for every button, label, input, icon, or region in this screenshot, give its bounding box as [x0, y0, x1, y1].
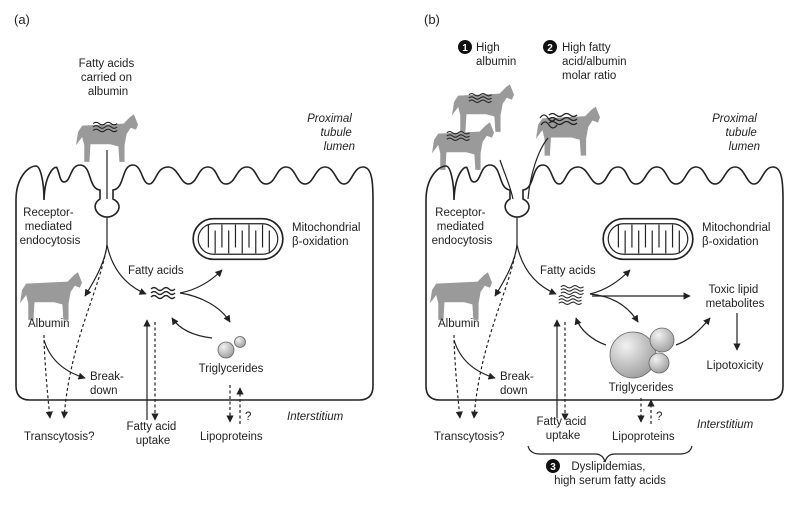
panel-b-cell — [425, 164, 784, 401]
lipid-droplet — [609, 331, 657, 379]
panel-a-fatty-acids-label: Fatty acids — [128, 265, 184, 277]
panel-a-letter: (a) — [14, 12, 30, 27]
panel-a-top-label: Fatty acids carried on albumin — [79, 58, 138, 98]
arrow — [43, 339, 86, 380]
arrow — [179, 269, 223, 294]
panel-b-endocytosis-label: Receptor- mediated endocytosis — [432, 207, 493, 247]
panel-b-lumen-label: Proximal tubule lumen — [712, 113, 760, 153]
arrow — [516, 244, 557, 295]
panel-a-question-mark: ? — [245, 411, 251, 423]
panel-a-lumen-label: Proximal tubule lumen — [307, 113, 355, 153]
arrow — [589, 269, 631, 295]
arrow — [106, 244, 147, 295]
panel-b-lipotoxicity-label: Lipotoxicity — [707, 360, 764, 372]
arrow — [675, 317, 711, 346]
panel-b-mito-label: Mitochondrial β-oxidation — [702, 222, 774, 248]
panel-b-letter: (b) — [424, 12, 440, 27]
arrow — [43, 334, 53, 419]
panel-b-breakdown-label: Break- down — [500, 371, 537, 397]
marker-1-text: 1 — [462, 43, 468, 54]
panel-b-toxic-label: Toxic lipid metabolites — [706, 284, 765, 310]
panel-b-triglycerides-label: Triglycerides — [609, 382, 674, 394]
fatty-acid-squiggle-icon — [560, 284, 585, 296]
panel-a: (a) Fatty acids carried on albumin Proxi… — [14, 12, 374, 447]
panel-b-fatty-acids-label: Fatty acids — [540, 265, 596, 277]
arrow — [60, 244, 108, 419]
arrow — [84, 217, 108, 297]
mitochondrion-icon — [192, 217, 284, 261]
panel-b-question-mark: ? — [656, 411, 662, 423]
panel-a-endocytosis-label: Receptor- mediated endocytosis — [20, 207, 81, 247]
panel-a-interstitium-label: Interstitium — [287, 411, 344, 423]
marker-3-text: 3 — [550, 462, 556, 473]
albumin-horse-icon — [430, 272, 492, 320]
lipid-droplet — [648, 352, 670, 374]
panel-b: (b) 1 High albumin 2 High fatty acid/alb… — [424, 12, 784, 487]
fatty-acid-squiggle-icon — [539, 114, 558, 129]
marker-3 — [546, 459, 560, 473]
lipid-droplet — [217, 341, 235, 359]
arrow — [179, 292, 231, 323]
panel-a-transcytosis-label: Transcytosis? — [24, 431, 95, 443]
arrow — [494, 217, 518, 297]
panel-b-uptake-label: Fatty acid uptake — [536, 416, 589, 442]
mitochondrion-icon — [602, 217, 694, 261]
panel-b-interstitium-label: Interstitium — [697, 419, 754, 431]
panel-a-triglycerides-label: Triglycerides — [199, 363, 264, 375]
panel-b-high-albumin-label: High albumin — [476, 42, 516, 68]
marker-2 — [543, 40, 557, 54]
marker-1 — [458, 40, 472, 54]
panel-a-uptake-label: Fatty acid uptake — [126, 421, 179, 447]
albumin-horse-icon — [20, 272, 82, 320]
panel-a-cell — [15, 164, 374, 401]
panel-b-albumin-label: Albumin — [438, 318, 480, 330]
panel-b-high-ratio-label: High fatty acid/albumin molar ratio — [562, 42, 630, 82]
fatty-acid-squiggle-icon — [150, 286, 176, 300]
arrow — [453, 334, 463, 419]
panel-a-albumin-label: Albumin — [28, 318, 70, 330]
panel-b-dyslipidemia-label: Dyslipidemias, high serum fatty acids — [554, 461, 666, 487]
arrow — [171, 317, 213, 339]
albumin-horse-icon — [452, 84, 514, 132]
arrow — [453, 339, 496, 380]
arrow — [574, 317, 607, 346]
panel-a-lipoproteins-label: Lipoproteins — [200, 431, 263, 443]
fatty-acid-squiggle-icon — [558, 294, 583, 306]
panel-a-mito-label: Mitochondrial β-oxidation — [292, 222, 364, 248]
lipid-droplet — [234, 336, 246, 348]
brace — [527, 445, 693, 463]
marker-2-text: 2 — [547, 43, 553, 54]
panel-a-breakdown-label: Break- down — [90, 371, 127, 397]
arrow — [589, 293, 639, 323]
panel-b-transcytosis-label: Transcytosis? — [434, 431, 505, 443]
lipid-droplet — [649, 327, 675, 353]
arrow — [470, 244, 518, 419]
panel-b-lipoproteins-label: Lipoproteins — [612, 431, 675, 443]
